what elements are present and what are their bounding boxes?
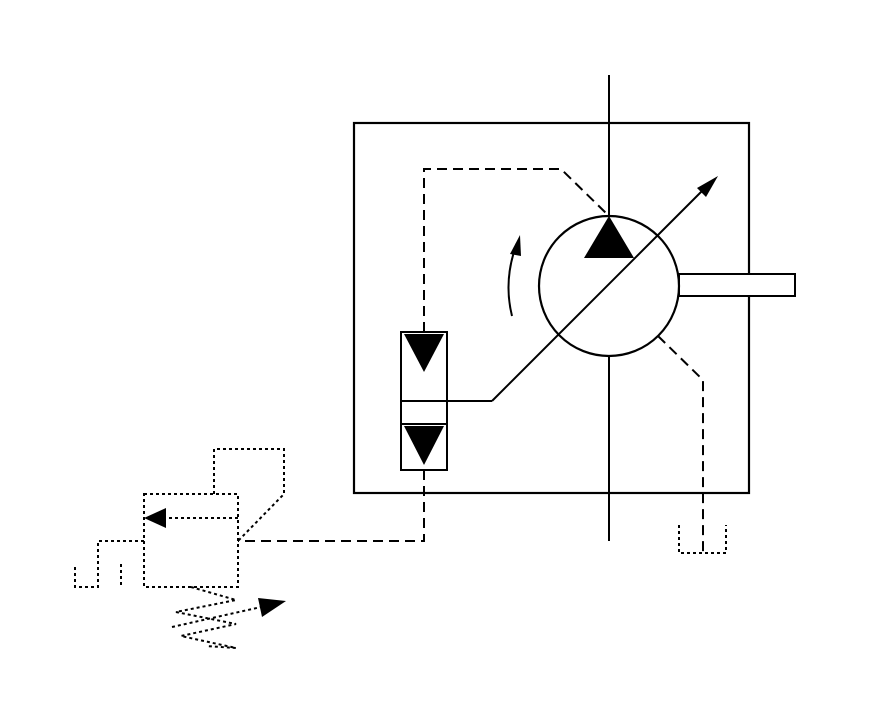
relief-valve-tank-icon xyxy=(74,540,144,588)
pilot-line-top xyxy=(423,168,610,332)
pump-housing xyxy=(352,121,751,495)
pressure-relief-valve xyxy=(74,448,285,649)
rotation-arrowhead-icon xyxy=(510,235,521,256)
drive-shaft xyxy=(678,273,796,297)
relief-valve-body xyxy=(143,493,239,588)
variable-arrowhead-icon xyxy=(697,176,718,197)
relief-valve-pilot-box xyxy=(213,448,285,542)
pilot-line-bottom xyxy=(238,470,425,542)
valve-triangle-upper-icon xyxy=(404,334,444,372)
drain-line-right xyxy=(657,335,704,553)
drain-tank-icon xyxy=(678,525,727,554)
pump-outlet-triangle-icon xyxy=(584,216,634,258)
relief-adjust-arrowhead-icon xyxy=(258,598,286,617)
valve-triangle-lower-icon xyxy=(404,426,444,465)
relief-adjust-arrow-line xyxy=(171,604,271,628)
variable-displacement-arrow xyxy=(491,180,713,402)
relief-flow-arrowhead-icon xyxy=(144,508,166,528)
relief-valve-spring-icon xyxy=(175,586,237,649)
